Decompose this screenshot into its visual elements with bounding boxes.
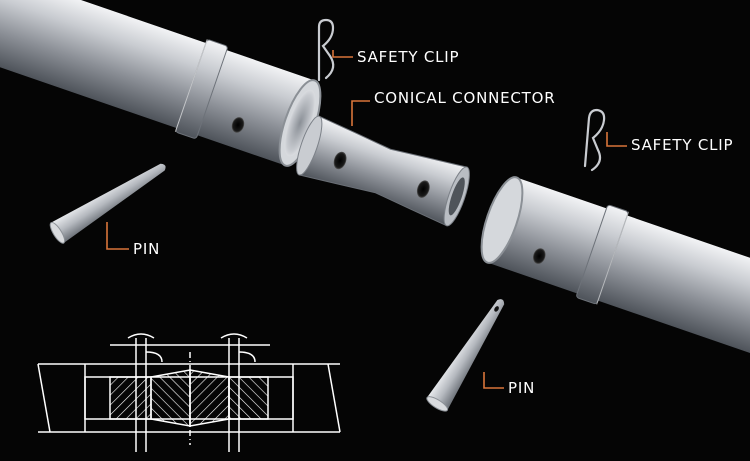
label-safety-clip-right: SAFETY CLIP	[631, 136, 734, 154]
pin-bottom	[426, 299, 505, 412]
pin-left	[49, 163, 166, 244]
label-conical-connector: CONICAL CONNECTOR	[374, 89, 556, 107]
left-tube	[0, 0, 322, 167]
label-safety-clip-top: SAFETY CLIP	[357, 48, 460, 66]
right-tube	[480, 176, 750, 370]
pin-hole-left	[231, 117, 245, 133]
pin-hole-right	[533, 248, 546, 264]
cross-section-drawing	[37, 333, 341, 452]
label-pin-left: PIN	[133, 240, 161, 258]
safety-clip-top	[317, 18, 335, 82]
safety-clip-right	[583, 108, 606, 172]
label-pin-bottom: PIN	[508, 379, 536, 397]
conical-connector	[296, 115, 470, 227]
leader-lines	[106, 50, 627, 389]
